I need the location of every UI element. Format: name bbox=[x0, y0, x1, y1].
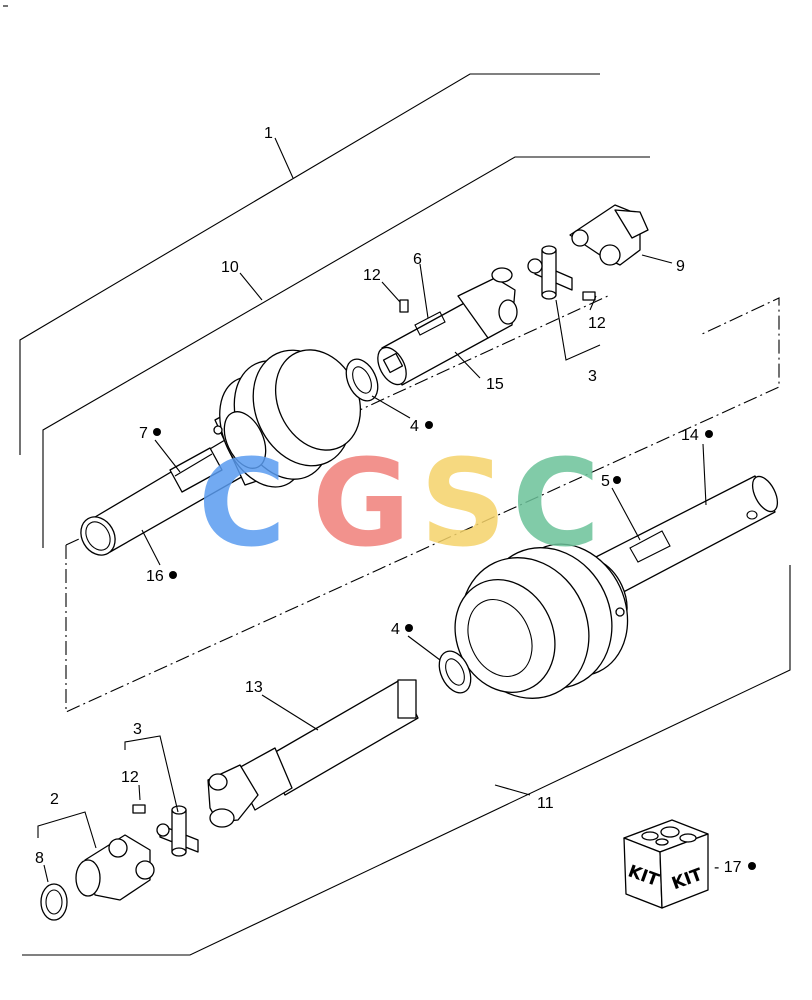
label-16: 16 bbox=[146, 568, 164, 585]
label-6: 6 bbox=[413, 251, 422, 268]
label-2: 2 bbox=[50, 791, 59, 808]
watermark-letter-c1: C bbox=[198, 435, 286, 574]
label-14: 14 bbox=[681, 427, 699, 444]
label-13: 13 bbox=[245, 679, 263, 696]
bullet-14 bbox=[705, 430, 713, 438]
cross-journal-top bbox=[527, 245, 596, 301]
watermark-letter-s: S bbox=[420, 435, 506, 574]
watermark-letter-c2: C bbox=[512, 435, 600, 574]
label-3-top: 3 bbox=[588, 368, 597, 385]
label-4-top: 4 bbox=[410, 418, 419, 435]
watermark-cgsc: C G S C bbox=[198, 435, 600, 574]
outer-tube-16 bbox=[80, 439, 246, 556]
label-15: 15 bbox=[486, 376, 504, 393]
label-1: 1 bbox=[264, 125, 273, 142]
label-10: 10 bbox=[221, 259, 239, 276]
guard-cone-top bbox=[213, 349, 362, 488]
label-12-right: 12 bbox=[588, 315, 606, 332]
callout-labels: 1 10 12 6 9 12 15 3 7 4 14 5 16 4 13 3 1… bbox=[35, 125, 699, 867]
washer-4-bottom bbox=[438, 650, 472, 694]
label-12-top: 12 bbox=[363, 267, 381, 284]
inner-tube-15 bbox=[377, 267, 518, 386]
watermark-letter-g: G bbox=[312, 435, 411, 574]
ring-8 bbox=[40, 883, 68, 921]
label-12-bottom: 12 bbox=[121, 769, 139, 786]
yoke-2 bbox=[75, 834, 155, 901]
label-3-bottom: 3 bbox=[133, 721, 142, 738]
bullet-17 bbox=[748, 862, 756, 870]
bullet-dots bbox=[153, 421, 756, 870]
bracket-item-1 bbox=[19, 73, 600, 455]
leader-lines bbox=[37, 137, 707, 883]
bullet-4-top bbox=[425, 421, 433, 429]
label-7: 7 bbox=[139, 425, 148, 442]
bracket-item-11 bbox=[22, 565, 791, 956]
bracket-item-10 bbox=[42, 156, 650, 548]
label-8: 8 bbox=[35, 850, 44, 867]
cross-journal-bottom bbox=[132, 804, 199, 857]
inner-tube-13 bbox=[207, 679, 419, 828]
label-17: - 17 bbox=[714, 859, 742, 876]
bullet-4-bottom bbox=[405, 624, 413, 632]
label-4-bottom: 4 bbox=[391, 621, 400, 638]
bullet-7 bbox=[153, 428, 161, 436]
label-11: 11 bbox=[537, 795, 554, 812]
bullet-5 bbox=[613, 476, 621, 484]
washer-4-top bbox=[345, 358, 379, 402]
guard-cone-bottom bbox=[454, 543, 629, 699]
bullet-16 bbox=[169, 571, 177, 579]
kit-box: KIT KIT bbox=[623, 819, 709, 909]
yoke-9 bbox=[569, 204, 649, 266]
label-9: 9 bbox=[676, 258, 685, 275]
label-5: 5 bbox=[601, 473, 610, 490]
